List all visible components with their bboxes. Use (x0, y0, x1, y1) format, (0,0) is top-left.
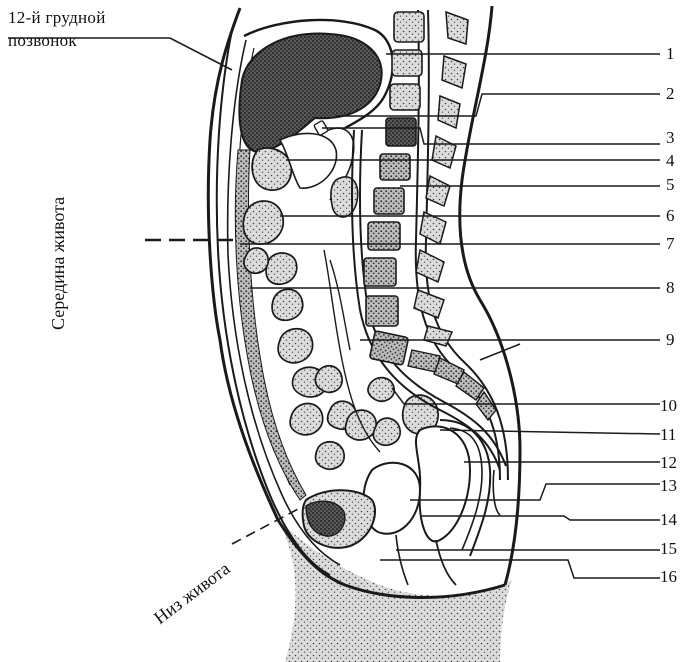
uterus (416, 426, 470, 541)
transverse-colon (252, 148, 291, 190)
callout-12: 12 (660, 453, 680, 473)
vertebra-label-line2: позвонок (8, 29, 106, 52)
callout-1: 1 (666, 44, 686, 64)
mid-abdomen-label: Середина живота (48, 197, 69, 330)
callout-15: 15 (660, 539, 680, 559)
body-contour-back (460, 6, 520, 585)
callout-10: 10 (660, 396, 680, 416)
callout-4: 4 (666, 151, 686, 171)
callout-14: 14 (660, 510, 680, 530)
vagina (436, 540, 456, 585)
callout-13: 13 (660, 476, 680, 496)
callout-8: 8 (666, 278, 686, 298)
callout-16: 16 (660, 567, 680, 587)
callout-11: 11 (660, 425, 680, 445)
duodenum (331, 177, 358, 217)
callout-6: 6 (666, 206, 686, 226)
callout-9: 9 (666, 330, 686, 350)
callout-7: 7 (666, 234, 686, 254)
callout-2: 2 (666, 84, 686, 104)
vertebra-label-line1: 12-й грудной (8, 6, 106, 29)
callout-leaders (240, 54, 660, 578)
callout-5: 5 (666, 175, 686, 195)
vertebra-label: 12-й грудной позвонок (8, 6, 106, 52)
callout-3: 3 (666, 128, 686, 148)
